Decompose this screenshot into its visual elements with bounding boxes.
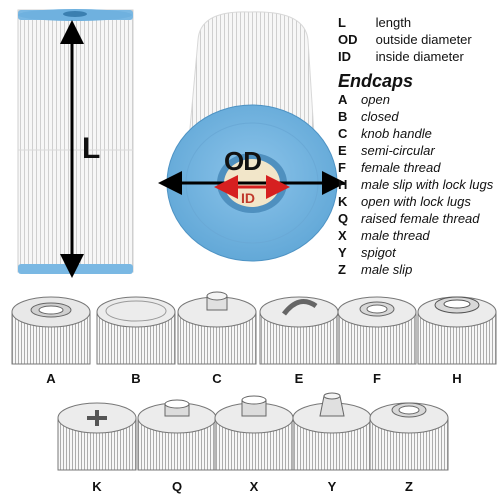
endcap-label-Y: Y: [327, 479, 337, 494]
endcap-label-E: E: [294, 371, 304, 386]
endcap-label-Q: Q: [171, 479, 183, 494]
endcap-C-illustration: [177, 291, 257, 365]
endcap-label-K: K: [92, 479, 102, 494]
endcap-label-C: C: [212, 371, 222, 386]
endcap-label-B: B: [131, 371, 141, 386]
endcap-Z-illustration: [369, 402, 449, 471]
filter-side-view: [17, 9, 134, 278]
endcap-H-illustration: [417, 296, 497, 365]
endcap-E-illustration: [259, 296, 339, 365]
filter-end-view: [158, 11, 346, 262]
endcap-label-X: X: [249, 479, 259, 494]
endcap-label-A: A: [46, 371, 56, 386]
endcap-B-illustration: [96, 296, 176, 365]
length-label: L: [82, 132, 101, 165]
outside-diameter-label: OD: [224, 146, 262, 176]
endcap-F-illustration: [337, 296, 417, 365]
endcap-Y-illustration: [292, 392, 372, 471]
inside-diameter-label: ID: [241, 190, 255, 206]
endcap-K-illustration: [57, 402, 137, 471]
endcap-label-H: H: [452, 371, 462, 386]
legend-row-outside-diameter: OD outside diameter: [338, 32, 472, 47]
endcap-X-illustration: [214, 395, 294, 471]
endcap-label-Z: Z: [405, 479, 413, 494]
endcap-label-F: F: [373, 371, 381, 386]
endcap-Q-illustration: [137, 399, 217, 471]
legend-row-length: L length: [338, 15, 412, 30]
endcaps-heading: Endcaps: [338, 71, 414, 91]
legend-row-inside-diameter: ID inside diameter: [338, 49, 464, 64]
legend: L length OD outside diameter ID inside d…: [338, 14, 498, 278]
endcap-A-illustration: [11, 296, 91, 365]
